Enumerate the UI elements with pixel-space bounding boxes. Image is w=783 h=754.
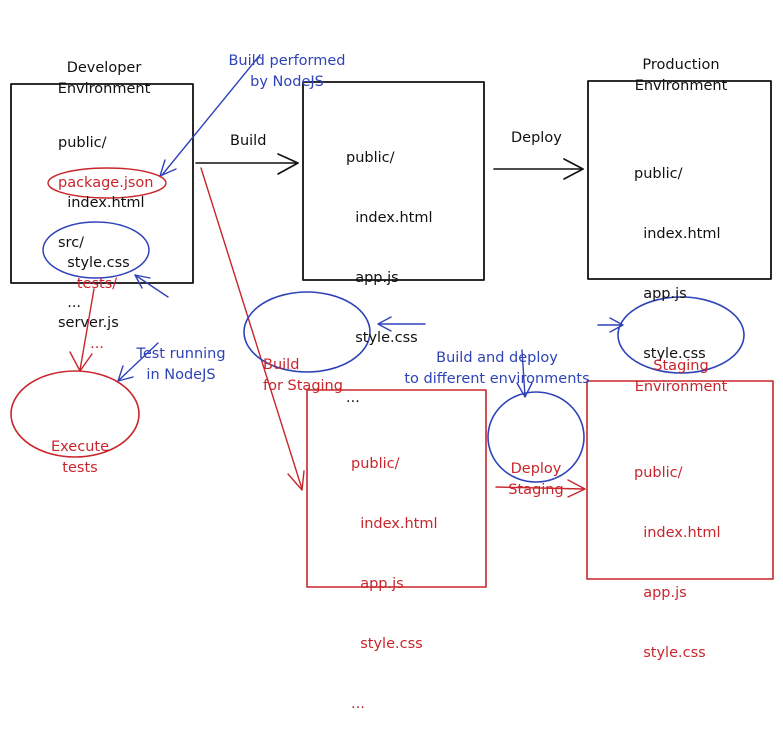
deploy-staging-ellipse <box>487 391 585 483</box>
execute-tests-ellipse <box>10 370 140 458</box>
production-files: public/ index.html app.js style.css <box>634 166 721 362</box>
deploy-staging-arrow <box>495 479 586 498</box>
build-output-box <box>302 81 485 281</box>
staging-build-files: public/ index.html app.js style.css ... <box>351 456 438 712</box>
package-json-label: package.json <box>58 175 154 191</box>
build-label: Build <box>230 133 267 149</box>
staging-environment-box <box>586 380 774 580</box>
staging-environment-files: public/ index.html app.js style.css <box>634 465 721 661</box>
staging-environment-ellipse <box>617 296 745 374</box>
tests-ellipse <box>42 221 150 279</box>
staging-build-arrow <box>200 167 305 491</box>
developer-environment-box <box>10 83 194 284</box>
deploy-arrow <box>493 158 584 180</box>
test-running-arrows <box>117 274 169 382</box>
tests-label: tests/ ... <box>76 276 118 352</box>
package-json-ellipse <box>47 167 167 199</box>
deploy-label: Deploy <box>511 130 562 146</box>
build-output-files: public/ index.html app.js style.css ... <box>346 150 433 406</box>
build-deploy-arrows <box>377 316 624 398</box>
diagram-shapes <box>10 54 774 588</box>
developer-files: public/ index.html style.css server.js <box>58 135 145 331</box>
developer-src-files: src/ ... <box>58 235 85 311</box>
build-for-staging-ellipse <box>243 291 371 373</box>
production-environment-box <box>587 80 772 280</box>
staging-build-box <box>306 389 487 588</box>
build-arrow <box>195 153 299 175</box>
